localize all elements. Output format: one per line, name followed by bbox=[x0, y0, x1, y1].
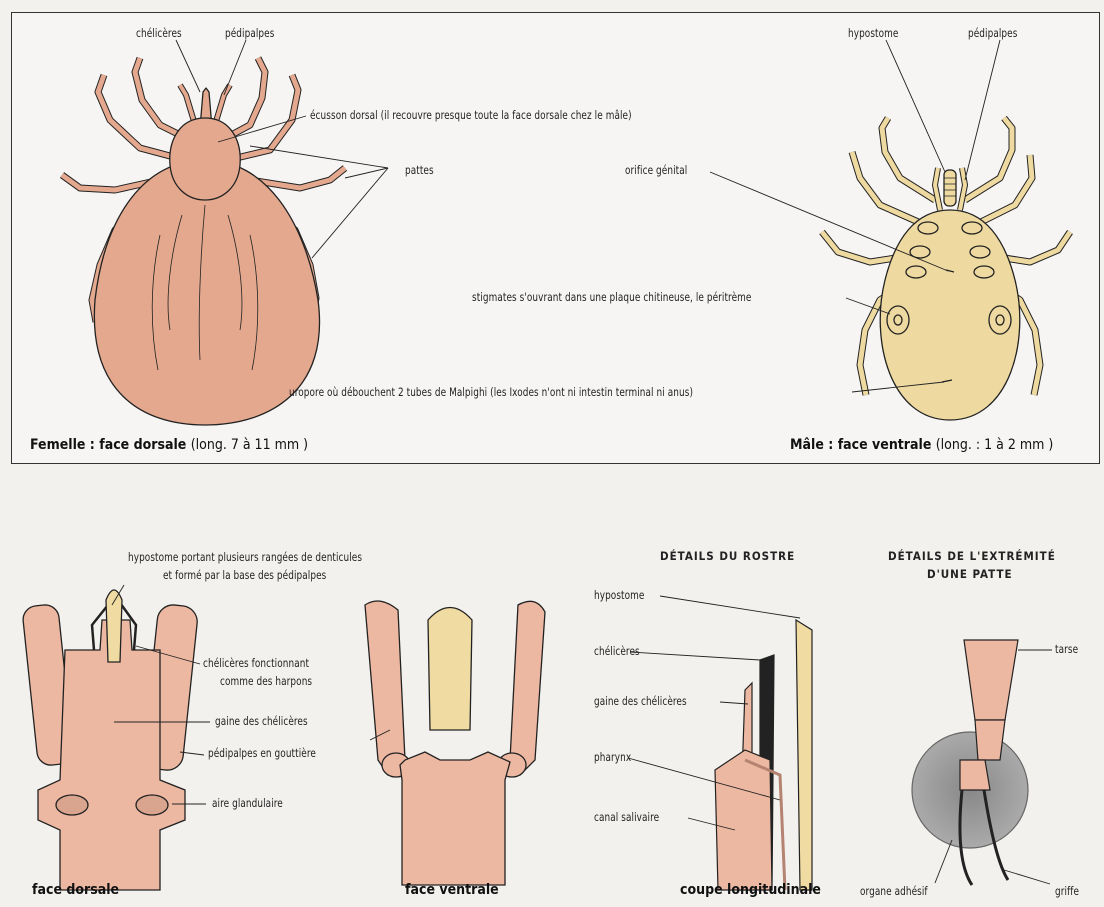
label-detail-hypostome: hypostome bbox=[594, 588, 644, 602]
label-pedipalpes-left: pédipalpes bbox=[225, 26, 274, 40]
bottom-leader-lines bbox=[112, 585, 1052, 884]
header-patte-1: DÉTAILS DE L'EXTRÉMITÉ bbox=[888, 549, 1056, 563]
label-hypostome-base: et formé par la base des pédipalpes bbox=[163, 568, 326, 582]
female-tick bbox=[62, 58, 345, 425]
label-uropore: uropore où débouchent 2 tubes de Malpigh… bbox=[289, 385, 693, 399]
label-griffe: griffe bbox=[1055, 884, 1079, 898]
label-ecusson-dorsal: écusson dorsal (il recouvre presque tout… bbox=[310, 108, 632, 122]
label-orifice-genital: orifice génital bbox=[625, 163, 687, 177]
leg-tip-detail bbox=[912, 640, 1028, 885]
label-aire-glandulaire: aire glandulaire bbox=[212, 796, 283, 810]
label-hypostome-top: hypostome bbox=[848, 26, 898, 40]
label-cheliceres: chélicères bbox=[136, 26, 182, 40]
male-tick bbox=[822, 118, 1070, 420]
ventral-hypostome bbox=[428, 608, 472, 731]
label-organe-adhesif: organe adhésif bbox=[860, 884, 928, 898]
label-pedipalpes-right: pédipalpes bbox=[968, 26, 1017, 40]
male-hypostome bbox=[944, 170, 956, 206]
header-patte-2: D'UNE PATTE bbox=[927, 567, 1013, 581]
label-detail-canal: canal salivaire bbox=[594, 810, 659, 824]
header-rostre: DÉTAILS DU ROSTRE bbox=[660, 549, 795, 563]
label-detail-pharynx: pharynx bbox=[594, 750, 631, 764]
female-scutum bbox=[170, 118, 240, 200]
label-gaine: gaine des chélicères bbox=[215, 714, 308, 728]
label-hypostome-rangees: hypostome portant plusieurs rangées de d… bbox=[128, 550, 362, 564]
label-stigmates: stigmates s'ouvrant dans une plaque chit… bbox=[472, 290, 751, 304]
label-pattes: pattes bbox=[405, 163, 434, 177]
caption-face-dorsale: face dorsale bbox=[32, 882, 119, 898]
caption-male: Mâle : face ventrale (long. : 1 à 2 mm ) bbox=[790, 437, 1053, 453]
label-detail-cheliceres: chélicères bbox=[594, 644, 640, 658]
rostrum-dorsal bbox=[22, 590, 199, 890]
caption-female: Femelle : face dorsale (long. 7 à 11 mm … bbox=[30, 437, 308, 453]
label-detail-gaine: gaine des chélicères bbox=[594, 694, 687, 708]
section-detail bbox=[715, 620, 812, 890]
caption-face-ventrale: face ventrale bbox=[405, 882, 499, 898]
caption-coupe: coupe longitudinale bbox=[680, 882, 821, 898]
rostrum-ventral bbox=[365, 601, 545, 885]
label-tarse: tarse bbox=[1055, 642, 1078, 656]
label-pedipalpes-gouttiere: pédipalpes en gouttière bbox=[208, 746, 316, 760]
label-cheliceres-harpons-2: comme des harpons bbox=[220, 674, 312, 688]
label-cheliceres-harpons-1: chélicères fonctionnant bbox=[203, 656, 309, 670]
